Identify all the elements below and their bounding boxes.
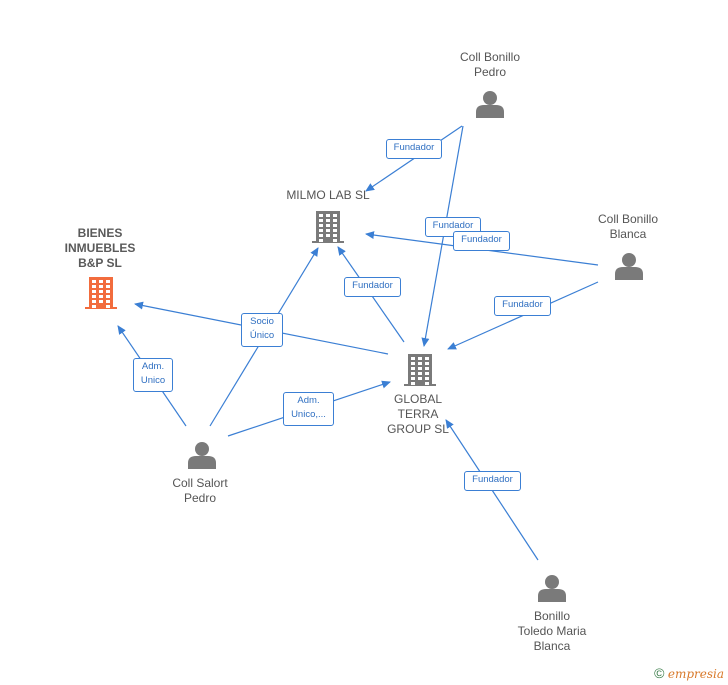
edge-label-e6: Fundador (464, 471, 521, 491)
nodes-layer (85, 91, 643, 602)
edge-label-e4: Fundador (494, 296, 551, 316)
copyright-symbol: © (654, 665, 665, 681)
node-label-toledo[interactable]: Bonillo Toledo Maria Blanca (517, 609, 587, 653)
edge-label-e3: Fundador (453, 231, 510, 251)
edge-label-e5: Fundador (344, 277, 401, 297)
edge-label-e8: Adm. Unico (133, 358, 173, 392)
footer-brand: © empresia (654, 665, 724, 681)
node-label-coll_blanca[interactable]: Coll Bonillo Blanca (597, 212, 659, 241)
person-icon-salort[interactable] (188, 442, 216, 469)
edge-label-e9: Adm. Unico,... (283, 392, 334, 426)
edge-label-e7: Socio Único (241, 313, 283, 347)
building-icon-global[interactable] (404, 354, 436, 386)
person-icon-toledo[interactable] (538, 575, 566, 602)
node-label-coll_pedro[interactable]: Coll Bonillo Pedro (459, 50, 521, 79)
building-icon-bienes[interactable] (85, 277, 117, 309)
node-label-global[interactable]: GLOBAL TERRA GROUP SL (387, 392, 449, 436)
node-label-bienes[interactable]: BIENES INMUEBLES B&P SL (64, 226, 136, 270)
building-icon-milmo[interactable] (312, 211, 344, 243)
person-icon-coll_pedro[interactable] (476, 91, 504, 118)
person-icon-coll_blanca[interactable] (615, 253, 643, 280)
node-label-milmo[interactable]: MILMO LAB SL (286, 188, 370, 202)
brand-logo: empresia (667, 667, 724, 681)
node-label-salort[interactable]: Coll Salort Pedro (172, 476, 228, 505)
edge-label-e1: Fundador (386, 139, 442, 159)
